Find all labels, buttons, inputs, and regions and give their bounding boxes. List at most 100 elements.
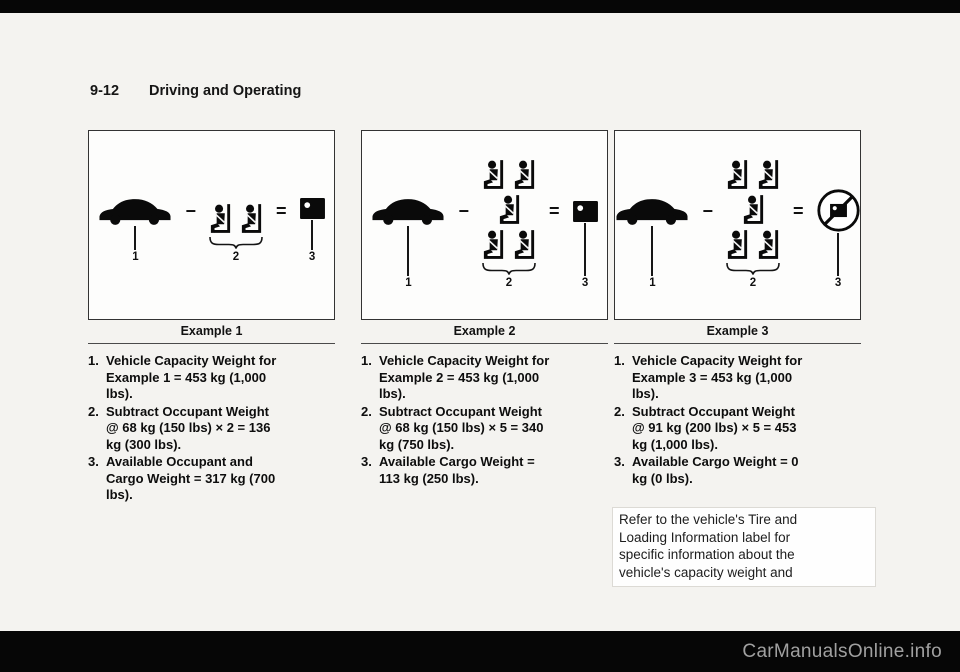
occupant-icon xyxy=(756,158,781,191)
item-number-vehicle: 1 xyxy=(132,251,139,263)
example-1-diagram: 1 − 2 = 3 xyxy=(88,130,335,320)
vehicle-figure: 1 xyxy=(97,196,173,265)
car-icon xyxy=(370,196,446,226)
no-cargo-icon xyxy=(816,188,861,233)
minus-operator: − xyxy=(185,201,196,221)
step-item: 3. Available Cargo Weight = 113 kg (250 … xyxy=(361,454,608,487)
step-text: Vehicle Capacity Weight for Example 3 = … xyxy=(632,353,803,401)
step-item: 2. Subtract Occupant Weight @ 91 kg (200… xyxy=(614,404,861,454)
leader-line xyxy=(584,223,587,276)
step-number: 2. xyxy=(614,403,625,419)
leader-line xyxy=(407,226,410,276)
cargo-figure: 3 xyxy=(572,200,599,291)
occupant-group xyxy=(481,158,537,261)
occupant-icon xyxy=(481,158,506,191)
step-number: 3. xyxy=(361,454,372,469)
item-number-occupants: 2 xyxy=(232,251,240,263)
item-number-occupants: 2 xyxy=(505,277,513,289)
figure-caption: Example 1 xyxy=(88,320,335,344)
minus-operator: − xyxy=(458,201,469,221)
cargo-figure: 3 xyxy=(299,197,326,265)
step-text: Vehicle Capacity Weight for Example 2 = … xyxy=(379,353,550,401)
section-number: 9-12 xyxy=(90,83,120,99)
example-2-column: 1 − xyxy=(361,130,608,488)
step-number: 1. xyxy=(614,353,625,368)
occupant-icon xyxy=(741,193,766,226)
occupant-icon xyxy=(512,228,537,261)
occupant-icon xyxy=(725,158,750,191)
step-item: 1. Vehicle Capacity Weight for Example 2… xyxy=(361,353,608,403)
equals-operator: = xyxy=(276,201,287,221)
leader-line xyxy=(651,226,654,276)
step-item: 3. Available Cargo Weight = 0 kg (0 lbs)… xyxy=(614,454,861,487)
manual-page: 9-12 Driving and Operating 1 − xyxy=(0,13,960,631)
minus-operator: − xyxy=(702,201,713,221)
equals-operator: = xyxy=(793,201,804,221)
car-icon xyxy=(614,196,690,226)
item-number-cargo: 3 xyxy=(308,251,316,263)
step-item: 1. Vehicle Capacity Weight for Example 1… xyxy=(88,353,335,403)
note-text: Refer to the vehicle's Tire and Loading … xyxy=(619,512,798,580)
example-1-column: 1 − 2 = 3 xyxy=(88,130,335,505)
item-number-occupants: 2 xyxy=(749,277,757,289)
watermark: CarManualsOnline.info xyxy=(742,640,942,662)
brace-icon xyxy=(482,262,536,275)
steps-list: 1. Vehicle Capacity Weight for Example 3… xyxy=(614,353,861,487)
occupants-figure: 2 xyxy=(208,202,264,265)
step-number: 1. xyxy=(361,353,372,368)
step-number: 3. xyxy=(88,454,99,469)
step-item: 3. Available Occupant and Cargo Weight =… xyxy=(88,454,335,504)
leader-line xyxy=(311,220,314,250)
step-text: Available Cargo Weight = 113 kg (250 lbs… xyxy=(379,454,535,486)
cargo-box-icon xyxy=(572,200,599,223)
figure-caption: Example 2 xyxy=(361,320,608,344)
vehicle-figure: 1 xyxy=(614,196,690,291)
example-3-column: 1 − xyxy=(614,130,861,488)
step-text: Available Occupant and Cargo Weight = 31… xyxy=(106,454,276,502)
occupants-figure: 2 xyxy=(481,158,537,291)
occupant-group xyxy=(725,158,781,261)
leader-line xyxy=(134,226,137,250)
brace-icon xyxy=(726,262,780,275)
steps-list: 1. Vehicle Capacity Weight for Example 2… xyxy=(361,353,608,487)
tire-loading-note: Refer to the vehicle's Tire and Loading … xyxy=(612,507,876,587)
page-header: 9-12 Driving and Operating xyxy=(90,83,301,99)
equals-operator: = xyxy=(549,201,560,221)
step-text: Subtract Occupant Weight @ 68 kg (150 lb… xyxy=(106,403,271,452)
cargo-box-icon xyxy=(299,197,326,220)
step-text: Subtract Occupant Weight @ 68 kg (150 lb… xyxy=(379,403,544,452)
step-text: Vehicle Capacity Weight for Example 1 = … xyxy=(106,353,277,401)
step-item: 2. Subtract Occupant Weight @ 68 kg (150… xyxy=(361,404,608,454)
item-number-vehicle: 1 xyxy=(649,277,656,289)
cargo-figure: 3 xyxy=(816,188,861,291)
occupant-icon xyxy=(725,228,750,261)
bottom-scan-margin: CarManualsOnline.info xyxy=(0,631,960,672)
occupant-icon xyxy=(239,202,264,235)
occupant-icon xyxy=(512,158,537,191)
section-title: Driving and Operating xyxy=(149,83,302,99)
step-item: 2. Subtract Occupant Weight @ 68 kg (150… xyxy=(88,404,335,454)
occupant-icon xyxy=(208,202,233,235)
step-item: 1. Vehicle Capacity Weight for Example 3… xyxy=(614,353,861,403)
steps-list: 1. Vehicle Capacity Weight for Example 1… xyxy=(88,353,335,504)
example-3-diagram: 1 − xyxy=(614,130,861,320)
step-text: Subtract Occupant Weight @ 91 kg (200 lb… xyxy=(632,403,797,452)
step-number: 3. xyxy=(614,454,625,469)
car-icon xyxy=(97,196,173,226)
item-number-cargo: 3 xyxy=(834,277,842,289)
leader-line xyxy=(837,233,840,276)
item-number-cargo: 3 xyxy=(581,277,589,289)
figure-caption: Example 3 xyxy=(614,320,861,344)
vehicle-figure: 1 xyxy=(370,196,446,291)
occupants-figure: 2 xyxy=(725,158,781,291)
occupant-icon xyxy=(756,228,781,261)
occupant-icon xyxy=(481,228,506,261)
step-text: Available Cargo Weight = 0 kg (0 lbs). xyxy=(632,454,799,486)
occupant-group xyxy=(208,202,264,235)
item-number-vehicle: 1 xyxy=(405,277,412,289)
step-number: 2. xyxy=(361,403,372,419)
brace-icon xyxy=(209,236,263,249)
step-number: 1. xyxy=(88,353,99,368)
occupant-icon xyxy=(497,193,522,226)
example-2-diagram: 1 − xyxy=(361,130,608,320)
